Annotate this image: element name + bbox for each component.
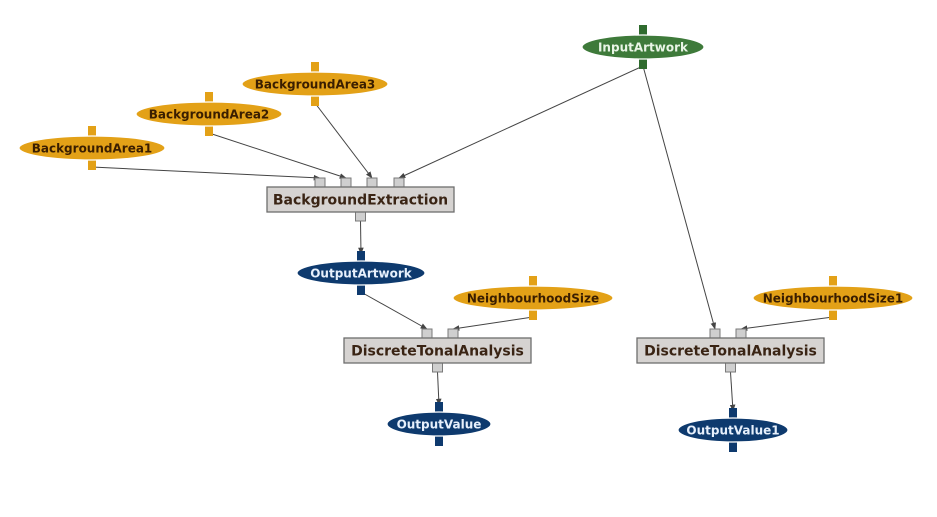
input-port-0[interactable] — [709, 328, 721, 339]
edge-bg_area2-to-bg_extraction — [208, 132, 347, 179]
edge-neigh_size1-to-dta_right — [740, 316, 834, 331]
process-box[interactable] — [343, 337, 532, 364]
output-port[interactable] — [311, 95, 319, 106]
parameter-ellipse[interactable] — [135, 101, 283, 127]
input-port[interactable] — [829, 276, 837, 287]
node-label: NeighbourhoodSize1 — [763, 292, 904, 306]
input-port[interactable] — [729, 408, 737, 419]
node-bg-area1[interactable]: BackgroundArea1 — [18, 126, 166, 170]
node-label: NeighbourhoodSize — [467, 292, 599, 306]
edge-input_artwork-to-bg_extraction — [398, 65, 644, 179]
node-bg-extraction[interactable]: BackgroundExtraction — [266, 177, 455, 222]
node-bg-area2[interactable]: BackgroundArea2 — [135, 92, 283, 136]
parameter-ellipse[interactable] — [241, 71, 389, 97]
node-label: BackgroundExtraction — [273, 193, 448, 209]
node-label: DiscreteTonalAnalysis — [644, 344, 817, 360]
node-label: OutputValue1 — [686, 424, 779, 438]
node-label: BackgroundArea2 — [149, 108, 270, 122]
output-port[interactable] — [529, 309, 537, 320]
node-label: OutputValue — [397, 418, 482, 432]
node-label: InputArtwork — [598, 41, 689, 55]
output-port[interactable] — [357, 284, 365, 295]
input-port-1[interactable] — [735, 328, 747, 339]
input-port-3[interactable] — [393, 177, 405, 188]
input-port[interactable] — [205, 92, 213, 103]
input-port-0[interactable] — [421, 328, 433, 339]
output-port[interactable] — [88, 159, 96, 170]
output-port[interactable] — [205, 125, 213, 136]
input-port[interactable] — [435, 402, 443, 413]
edge-bg_area1-to-bg_extraction — [91, 166, 321, 181]
input-port[interactable] — [639, 25, 647, 36]
process-box[interactable] — [636, 337, 825, 364]
input-port-1[interactable] — [447, 328, 459, 339]
input-port[interactable] — [357, 251, 365, 262]
output-ellipse[interactable] — [677, 417, 789, 443]
node-label: BackgroundArea1 — [32, 142, 153, 156]
nodes-layer: BackgroundArea1BackgroundArea2Background… — [18, 25, 914, 452]
output-port[interactable] — [355, 211, 366, 222]
input-port-0[interactable] — [314, 177, 326, 188]
input-port[interactable] — [311, 62, 319, 73]
input-port[interactable] — [88, 126, 96, 137]
input-ellipse[interactable] — [581, 34, 705, 60]
input-port[interactable] — [529, 276, 537, 287]
process-box[interactable] — [266, 186, 455, 213]
output-port[interactable] — [729, 441, 737, 452]
edge-output_artwork-to-dta_left — [360, 291, 428, 330]
output-port[interactable] — [432, 362, 443, 373]
node-neigh-size[interactable]: NeighbourhoodSize — [452, 276, 614, 320]
node-dta-left[interactable]: DiscreteTonalAnalysis — [343, 328, 532, 373]
node-input-artwork[interactable]: InputArtwork — [581, 25, 705, 69]
output-port[interactable] — [725, 362, 736, 373]
edges-layer — [91, 65, 834, 412]
node-label: OutputArtwork — [310, 267, 413, 281]
edge-dta_left-to-output_value — [435, 371, 442, 406]
input-port-2[interactable] — [366, 177, 378, 188]
output-port[interactable] — [639, 58, 647, 69]
node-bg-area3[interactable]: BackgroundArea3 — [241, 62, 389, 106]
node-output-value1[interactable]: OutputValue1 — [677, 408, 789, 452]
parameter-ellipse[interactable] — [452, 285, 614, 311]
edge-dta_right-to-output_value1 — [729, 371, 736, 412]
node-output-artwork[interactable]: OutputArtwork — [296, 251, 426, 295]
edge-input_artwork-to-dta_right — [642, 65, 717, 330]
output-ellipse[interactable] — [386, 411, 492, 437]
node-label: DiscreteTonalAnalysis — [351, 344, 524, 360]
edge-bg_area3-to-bg_extraction — [314, 102, 373, 179]
output-port[interactable] — [829, 309, 837, 320]
parameter-ellipse[interactable] — [18, 135, 166, 161]
node-dta-right[interactable]: DiscreteTonalAnalysis — [636, 328, 825, 373]
parameter-ellipse[interactable] — [752, 285, 914, 311]
node-output-value[interactable]: OutputValue — [386, 402, 492, 446]
input-port-1[interactable] — [340, 177, 352, 188]
edge-bg_extraction-to-output_artwork — [358, 220, 364, 255]
output-port[interactable] — [435, 435, 443, 446]
node-label: BackgroundArea3 — [255, 78, 376, 92]
edge-neigh_size-to-dta_left — [452, 316, 534, 331]
output-ellipse[interactable] — [296, 260, 426, 286]
node-neigh-size1[interactable]: NeighbourhoodSize1 — [752, 276, 914, 320]
